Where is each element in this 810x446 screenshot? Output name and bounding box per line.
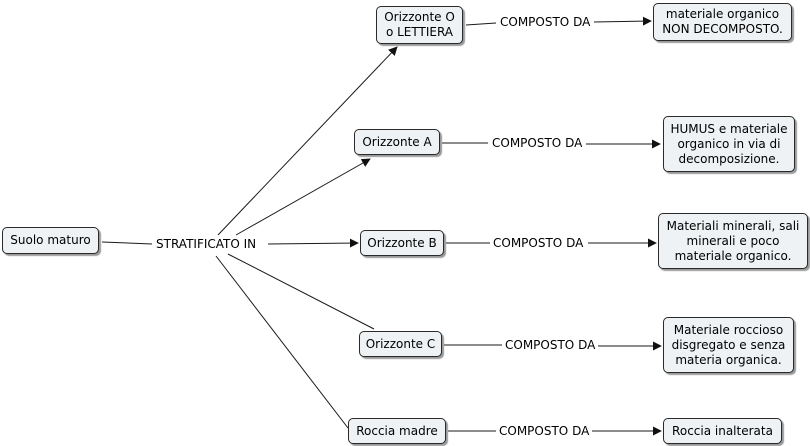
connector-to-orizzonte-a [235,158,371,236]
connector-o-desc [593,16,652,26]
node-orizzonte-o[interactable]: Orizzonte O o LETTIERA [376,6,463,44]
connector-o-composto [465,22,497,26]
node-desc-orizzonte-o[interactable]: materiale organico NON DECOMPOSTO. [653,3,792,41]
node-roccia-madre[interactable]: Roccia madre [348,418,446,444]
node-desc-orizzonte-c[interactable]: Materiale roccioso disgregato e senza ma… [663,317,794,373]
connector-to-orizzonte-o [217,46,398,236]
node-suolo-maturo[interactable]: Suolo maturo [2,227,99,254]
link-label-composto-da-o[interactable]: COMPOSTO DA [498,15,593,29]
node-orizzonte-a[interactable]: Orizzonte A [354,129,440,155]
link-label-composto-da-b[interactable]: COMPOSTO DA [491,236,586,250]
connector-to-roccia-madre [215,255,349,429]
link-label-composto-da-c[interactable]: COMPOSTO DA [503,338,598,352]
link-label-composto-da-roccia[interactable]: COMPOSTO DA [497,424,592,438]
link-label-stratificato-in[interactable]: STRATIFICATO IN [154,237,259,251]
link-label-composto-da-a[interactable]: COMPOSTO DA [490,136,585,150]
node-desc-orizzonte-a[interactable]: HUMUS e materiale organico in via di dec… [663,116,795,172]
connector-to-orizzonte-b [267,238,359,248]
node-desc-roccia-madre[interactable]: Roccia inalterata [663,418,782,444]
connector-suolo-stratificato [101,241,153,245]
node-desc-orizzonte-b[interactable]: Materiali minerali, sali minerali e poco… [658,213,808,269]
node-orizzonte-b[interactable]: Orizzonte B [360,230,444,256]
node-orizzonte-c[interactable]: Orizzonte C [359,331,442,357]
connector-to-orizzonte-c [227,253,375,330]
